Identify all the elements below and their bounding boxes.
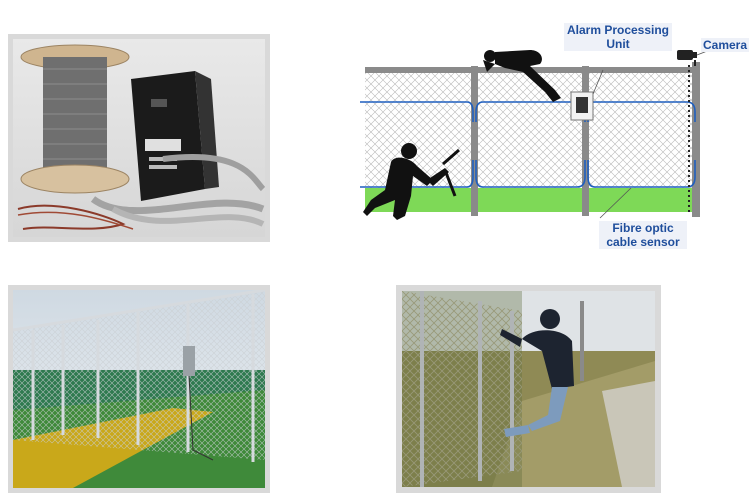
fiber-cable-lower [360, 160, 696, 188]
alarm-processing-unit-icon [131, 71, 219, 201]
road [602, 381, 655, 487]
equipment-photo-frame [8, 34, 270, 242]
intruder-silhouette-icon [500, 309, 574, 437]
fence-render-photo [13, 290, 265, 488]
climbing-illustration [402, 291, 655, 487]
fence-post [471, 66, 478, 216]
camera-label: Camera [701, 38, 749, 52]
fence-render-illustration [13, 290, 265, 488]
alarm-processing-unit-icon [570, 91, 594, 121]
alarm-processing-unit-label: Alarm Processing Unit [564, 23, 672, 51]
intruder-silhouette-icon [363, 143, 460, 220]
cable-spool-icon [20, 44, 130, 194]
grass-strip [365, 188, 698, 212]
climbing-photo-frame [396, 285, 661, 493]
fence-render-frame [8, 285, 270, 493]
fence-diagram: Alarm Processing Unit Camera Fibre optic… [355, 20, 755, 260]
fence-diagram-svg [360, 47, 716, 220]
climbing-photo [402, 291, 655, 487]
alarm-processing-unit-icon [183, 346, 195, 376]
camera-icon [677, 50, 697, 66]
equipment-photo [13, 39, 265, 237]
fence-post [582, 66, 589, 216]
fibre-optic-sensor-label: Fibre optic cable sensor [599, 221, 687, 249]
fence-post [692, 62, 700, 217]
intruder-silhouette-icon [483, 50, 561, 102]
equipment-illustration [17, 44, 265, 230]
